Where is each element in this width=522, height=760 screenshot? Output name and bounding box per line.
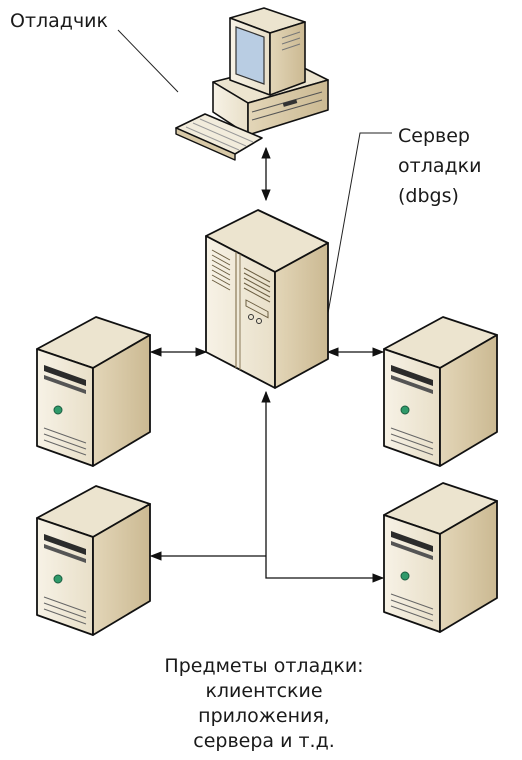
targets-label-line-2: клиентские — [205, 680, 322, 702]
targets-label-line-3: приложения, — [198, 705, 330, 727]
server-label-line-1: Сервер — [398, 125, 470, 147]
connector-bus-right-bottom — [265, 556, 385, 583]
debug-server-icon — [205, 209, 329, 389]
server-label: Сервер отладки (dbgs) — [398, 125, 481, 207]
server-label-line-2: отладки — [398, 155, 481, 177]
targets-label-line-1: Предметы отладки: — [164, 655, 363, 677]
target-tower-left-bottom-icon — [36, 485, 151, 636]
target-tower-right-top-icon — [383, 316, 498, 467]
target-tower-left-top-icon — [36, 316, 151, 467]
target-tower-right-bottom-icon — [383, 482, 498, 633]
server-label-line-3: (dbgs) — [398, 185, 459, 207]
debugger-callout-line — [117, 29, 179, 93]
targets-label: Предметы отладки: клиентские приложения,… — [164, 655, 363, 752]
debugger-label: Отладчик — [10, 10, 108, 32]
server-callout-line — [324, 132, 392, 331]
targets-label-line-4: сервера и т.д. — [193, 730, 335, 752]
debugger-computer-icon — [175, 7, 329, 161]
